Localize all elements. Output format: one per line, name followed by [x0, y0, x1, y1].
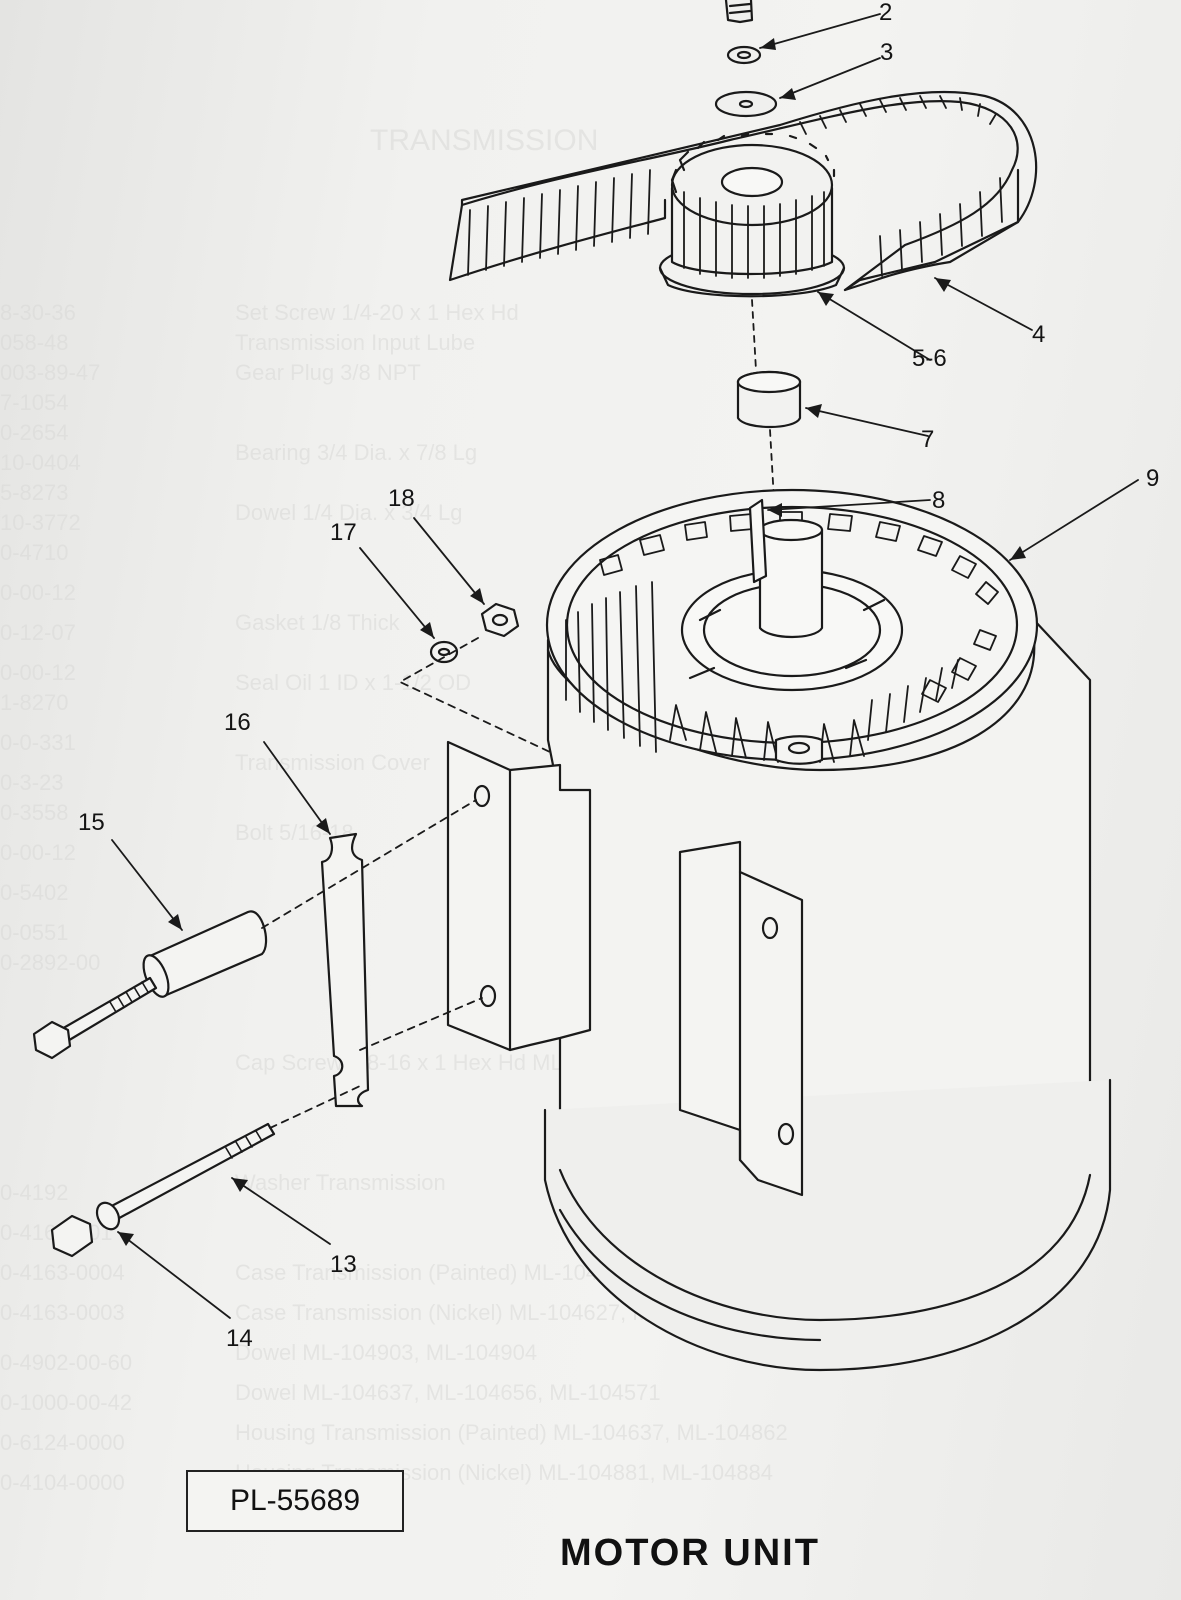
svg-text:0-4104-0000: 0-4104-0000	[0, 1470, 125, 1495]
part-13-14-bolt-and-washer	[50, 1122, 276, 1258]
svg-text:0-3558: 0-3558	[0, 800, 69, 825]
svg-text:0-6124-0000: 0-6124-0000	[0, 1430, 125, 1455]
svg-text:0-2892-00: 0-2892-00	[0, 950, 100, 975]
svg-text:5-8273: 5-8273	[0, 480, 69, 505]
svg-text:Washer Transmission: Washer Transmission	[235, 1170, 446, 1195]
svg-text:1-8270: 1-8270	[0, 690, 69, 715]
svg-text:0-1000-00-42: 0-1000-00-42	[0, 1390, 132, 1415]
svg-text:0-2654: 0-2654	[0, 420, 69, 445]
svg-text:0-3-23: 0-3-23	[0, 770, 64, 795]
svg-text:0-4163-0004: 0-4163-0004	[0, 1260, 125, 1285]
callout-4: 4	[1032, 321, 1045, 348]
callout-7: 7	[921, 426, 934, 453]
svg-text:Transmission Cover: Transmission Cover	[235, 750, 430, 775]
svg-text:0-4163-0003: 0-4163-0003	[0, 1300, 125, 1325]
callout-8: 8	[932, 487, 945, 514]
part-15-spacer-and-bolt	[32, 910, 268, 1060]
plate-code: PL-55689	[229, 1484, 361, 1517]
part-4-timing-belt	[448, 90, 1038, 292]
svg-text:10-3772: 10-3772	[0, 510, 81, 535]
svg-text:003-89-47: 003-89-47	[0, 360, 100, 385]
svg-text:0-12-07: 0-12-07	[0, 620, 76, 645]
callout-14: 14	[226, 1325, 253, 1352]
svg-text:10-0404: 10-0404	[0, 450, 81, 475]
svg-text:Housing Transmission (Painted): Housing Transmission (Painted) ML-104637…	[235, 1420, 788, 1445]
dashed-center-axis	[751, 299, 775, 501]
svg-text:0-0551: 0-0551	[0, 920, 69, 945]
svg-text:0-4192: 0-4192	[0, 1180, 69, 1205]
svg-text:0-4710: 0-4710	[0, 540, 69, 565]
callout-3: 3	[880, 39, 893, 66]
callout-13: 13	[330, 1251, 357, 1278]
svg-text:058-48: 058-48	[0, 330, 69, 355]
part-3-flat-washer	[714, 90, 778, 118]
part-16-clip	[320, 832, 370, 1108]
svg-text:0-5402: 0-5402	[0, 880, 69, 905]
callout-18: 18	[388, 485, 415, 512]
svg-text:Transmission Input Lube: Transmission Input Lube	[235, 330, 475, 355]
part-8-key	[748, 498, 768, 584]
part-2-screw-and-lock-washer	[724, 0, 762, 65]
part-17-washer	[429, 640, 459, 664]
part-7-bushing	[736, 370, 802, 428]
svg-text:Dowel ML-104903, ML-104904: Dowel ML-104903, ML-104904	[235, 1340, 537, 1365]
svg-text:Dowel 1/4 Dia. x 3/4 Lg: Dowel 1/4 Dia. x 3/4 Lg	[235, 500, 462, 525]
page-title: MOTOR UNIT	[560, 1532, 820, 1574]
callout-2: 2	[879, 0, 892, 26]
svg-text:Gear Plug 3/8 NPT: Gear Plug 3/8 NPT	[235, 360, 421, 385]
motor-mounting-bracket	[446, 740, 804, 1197]
svg-text:Bearing 3/4 Dia. x 7/8 Lg: Bearing 3/4 Dia. x 7/8 Lg	[235, 440, 477, 465]
dashed-assembly-lines	[261, 637, 551, 1129]
plate-code-box: PL-55689	[186, 1470, 404, 1532]
svg-text:0-00-12: 0-00-12	[0, 660, 76, 685]
svg-text:TRANSMISSION: TRANSMISSION	[370, 124, 598, 157]
svg-text:Gasket 1/8 Thick: Gasket 1/8 Thick	[235, 610, 401, 635]
callout-17: 17	[330, 519, 357, 546]
svg-text:0-00-12: 0-00-12	[0, 840, 76, 865]
callout-9: 9	[1146, 465, 1159, 492]
svg-text:8-30-36: 8-30-36	[0, 300, 76, 325]
part-9-motor	[543, 488, 1112, 1372]
part-5-6-gear-pulley	[658, 132, 846, 298]
part-18-hex-nut	[480, 602, 520, 638]
svg-text:Dowel ML-104637, ML-104656, ML: Dowel ML-104637, ML-104656, ML-104571	[235, 1380, 661, 1405]
svg-text:Set Screw 1/4-20 x 1 Hex Hd: Set Screw 1/4-20 x 1 Hex Hd	[235, 300, 519, 325]
bleed-through-text: TRANSMISSION 8-30-36 058-48 003-89-47 7-…	[0, 124, 788, 1495]
leader-lines	[111, 13, 1139, 1319]
svg-text:7-1054: 7-1054	[0, 390, 69, 415]
callout-labels: 2 3 4 5-6 7 8 9 18 17 16 15 13 14	[78, 0, 1159, 1352]
callout-5-6: 5-6	[912, 345, 947, 372]
leader-arrowheads	[118, 38, 1026, 1246]
svg-text:0-00-12: 0-00-12	[0, 580, 76, 605]
callout-15: 15	[78, 809, 105, 836]
svg-text:Seal Oil 1 ID x 1-1/2 OD: Seal Oil 1 ID x 1-1/2 OD	[235, 670, 471, 695]
callout-16: 16	[224, 709, 251, 736]
svg-text:0-0-331: 0-0-331	[0, 730, 76, 755]
svg-text:0-4902-00-60: 0-4902-00-60	[0, 1350, 132, 1375]
